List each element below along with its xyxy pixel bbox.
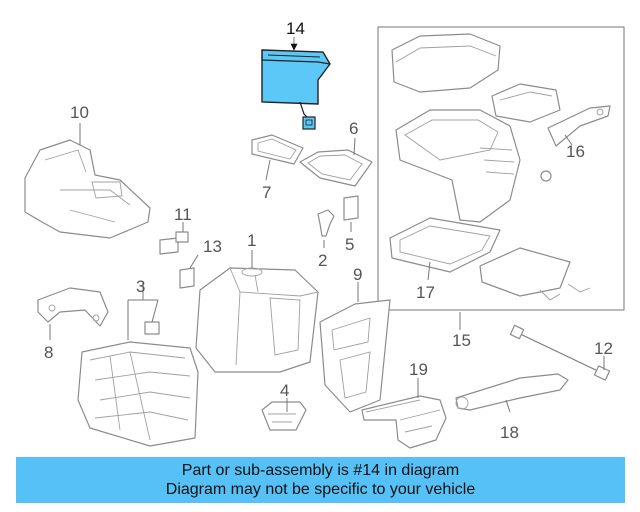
part-6: [299, 149, 373, 187]
part-16: [547, 105, 611, 147]
banner-line-1: Part or sub-assembly is #14 in diagram: [181, 462, 460, 479]
callout-13: 13: [203, 237, 222, 256]
part-14-highlighted: [261, 49, 331, 130]
part-3: [77, 321, 199, 447]
part-2: [317, 209, 335, 237]
callout-14: 14: [286, 19, 305, 38]
callout-17: 17: [416, 283, 435, 302]
part-19: [361, 395, 447, 449]
part-15-hinge: [491, 83, 561, 123]
part-18: [455, 373, 569, 411]
callout-5: 5: [345, 235, 354, 254]
callout-3: 3: [136, 277, 145, 296]
callout-1: 1: [247, 231, 256, 250]
part-12: [509, 324, 611, 381]
callout-16: 16: [566, 142, 585, 161]
part-9: [319, 299, 391, 413]
callout-6: 6: [349, 119, 358, 138]
info-banner: Part or sub-assembly is #14 in diagram D…: [16, 457, 625, 503]
callout-9: 9: [353, 265, 362, 284]
assembly-15-frame: [377, 26, 625, 311]
banner-line-2: Diagram may not be specific to your vehi…: [165, 481, 476, 498]
part-17: [389, 217, 501, 273]
callout-8: 8: [44, 343, 53, 362]
callout-12: 12: [594, 339, 613, 358]
callout-19: 19: [409, 360, 428, 379]
part-15-tray: [479, 247, 591, 301]
part-5: [343, 195, 359, 221]
part-4: [261, 401, 307, 431]
callout-15: 15: [452, 331, 471, 350]
callout-4: 4: [280, 381, 289, 400]
callout-18: 18: [500, 423, 519, 442]
parts-diagram: 14 10 7 6 11 13 2 5: [24, 19, 625, 449]
part-10: [24, 139, 151, 239]
part-7: [251, 134, 304, 165]
part-8: [37, 287, 109, 327]
callout-2: 2: [318, 251, 327, 270]
callout-7: 7: [262, 183, 271, 202]
part-11: [159, 231, 189, 255]
part-13: [179, 267, 195, 289]
part-15-lid: [391, 33, 501, 93]
part-1: [195, 267, 319, 373]
part-15-screw: [540, 170, 552, 182]
callout-10: 10: [70, 103, 89, 122]
part-15-body: [395, 109, 521, 223]
callout-11: 11: [174, 205, 192, 224]
